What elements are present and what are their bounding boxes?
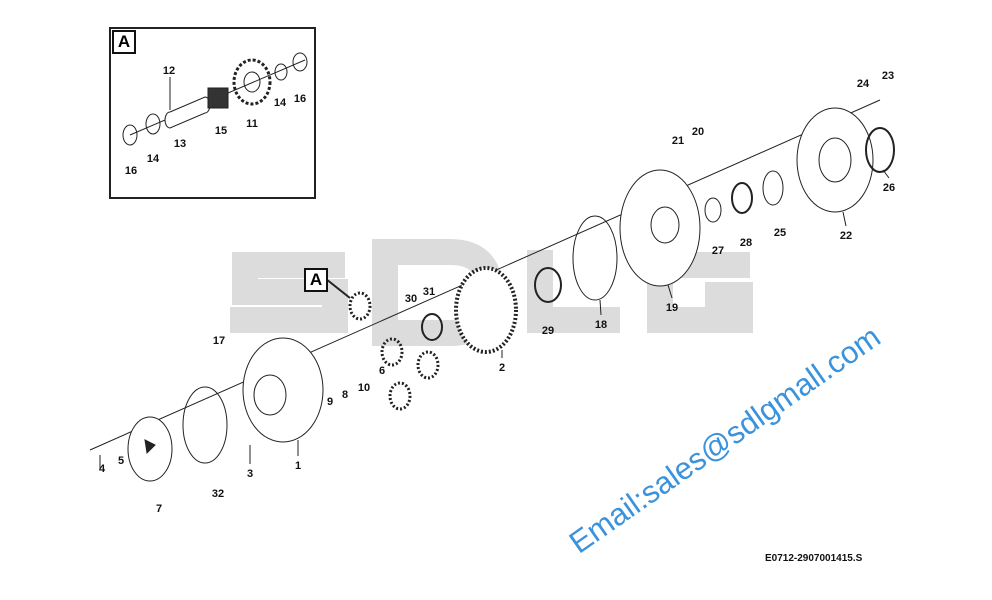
callout-23: 23	[881, 70, 895, 82]
washer-16	[122, 124, 138, 146]
callout-9: 9	[326, 396, 334, 408]
callout-18: 18	[594, 319, 608, 331]
callout-30: 30	[404, 293, 418, 305]
pin-13	[164, 96, 211, 129]
callout-13: 13	[173, 138, 187, 150]
callout-21: 21	[671, 135, 685, 147]
callout-5: 5	[117, 455, 125, 467]
hub-19	[619, 169, 701, 287]
callout-3: 3	[246, 468, 254, 480]
callout-31: 31	[422, 286, 436, 298]
detail-a-reference: A	[304, 268, 328, 292]
callout-6: 6	[378, 365, 386, 377]
callout-8: 8	[341, 389, 349, 401]
callout-32: 32	[211, 488, 225, 500]
callout-26: 26	[882, 182, 896, 194]
disc-22	[796, 107, 874, 213]
callout-15: 15	[214, 125, 228, 137]
callout-11: 11	[246, 118, 258, 130]
callout-14: 14	[146, 153, 160, 165]
watermark-letter-l	[527, 250, 620, 333]
detail-a-label: A	[112, 30, 136, 54]
callout-4: 4	[98, 463, 106, 475]
bearing-15	[207, 87, 229, 109]
detail-a-frame	[109, 27, 316, 199]
o-ring-32	[182, 386, 228, 464]
o-ring-18	[572, 215, 618, 301]
drawing-code: E0712-2907001415.S	[765, 553, 863, 564]
callout-25: 25	[773, 227, 787, 239]
callout-28: 28	[739, 237, 753, 249]
callout-10: 10	[357, 382, 371, 394]
callout-7: 7	[155, 503, 163, 515]
gear-11	[232, 58, 272, 106]
watermark-letter-s	[230, 252, 348, 333]
ring-gear-2	[454, 266, 518, 354]
callout-20: 20	[691, 126, 705, 138]
callout-17: 17	[212, 335, 226, 347]
callout-16: 16	[124, 165, 138, 177]
callout-22: 22	[839, 230, 853, 242]
callout-1: 1	[294, 460, 302, 472]
housing-1	[242, 337, 324, 443]
callout-19: 19	[665, 302, 679, 314]
callout-12: 12	[162, 65, 176, 77]
callout-29: 29	[541, 325, 555, 337]
callout-14: 14	[273, 97, 287, 109]
callout-27: 27	[711, 245, 725, 257]
callout-24: 24	[856, 78, 870, 90]
callout-16: 16	[293, 93, 307, 105]
callout-2: 2	[498, 362, 506, 374]
